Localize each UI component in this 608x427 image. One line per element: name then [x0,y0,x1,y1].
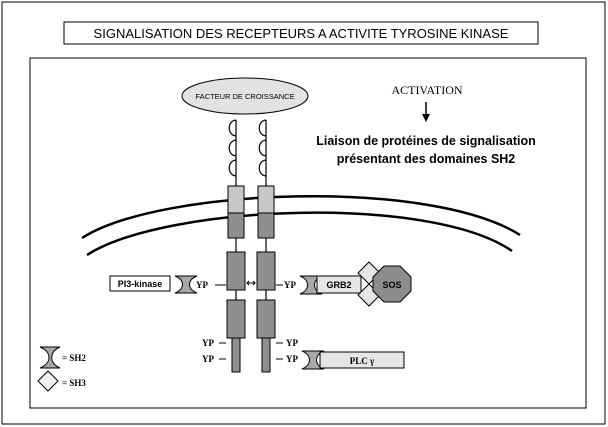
grb2-label: GRB2 [326,280,351,290]
pi3k-sh2-domain-icon [174,275,198,294]
membrane-inner [86,211,513,257]
left-receptor-segment-light [227,185,245,214]
right-receptor-transmembrane [257,212,275,239]
sos-octagon [372,265,412,303]
plc-sh2-domain-icon [301,350,325,370]
activation-desc-line2: présentant des domaines SH2 [337,152,516,166]
pi3-kinase-box [109,275,171,292]
legend-sh2-label: = SH2 [62,353,86,363]
activation-label: ACTIVATION [391,83,462,97]
right-yp-low2: YP [286,354,298,364]
right-yp-low1: YP [286,338,298,348]
left-yp-low1: YP [202,338,214,348]
sos-label: SOS [382,280,401,290]
left-kinase-domain-2 [226,299,246,339]
down-arrow-icon [422,102,430,122]
left-yp-low2: YP [202,354,214,364]
right-receptor-segment-light [257,185,275,214]
right-tail [261,337,271,373]
plc-gamma-box [319,351,405,369]
right-kinase-domain [256,251,276,291]
grb2-box [316,275,362,294]
title-box [63,21,539,45]
legend-sh3-icon [37,370,59,392]
growth-factor-ellipse [181,77,309,115]
activation-desc-line1: Liaison de protéines de signalisation [316,134,536,148]
diagram-frame [29,57,587,409]
membrane-outer [81,195,521,240]
right-extracellular-loops [258,119,267,186]
legend-sh2-icon [39,346,61,369]
growth-factor-label: FACTEUR DE CROISSANCE [195,92,294,101]
right-kinase-domain-2 [256,299,276,339]
left-kinase-domain [226,251,246,291]
left-extracellular-loops [228,119,237,186]
legend-sh3-label: = SH3 [62,378,86,388]
left-tail [231,337,241,373]
left-receptor-transmembrane [227,212,245,239]
double-arrow-icon [246,280,256,286]
right-yp-top: YP [284,280,296,290]
plc-gamma-label: PLC γ [350,356,375,366]
page-title: SIGNALISATION DES RECEPTEURS A ACTIVITE … [94,26,509,41]
pi3-kinase-label: PI3-kinase [118,279,163,289]
left-yp-top: YP [196,280,208,290]
